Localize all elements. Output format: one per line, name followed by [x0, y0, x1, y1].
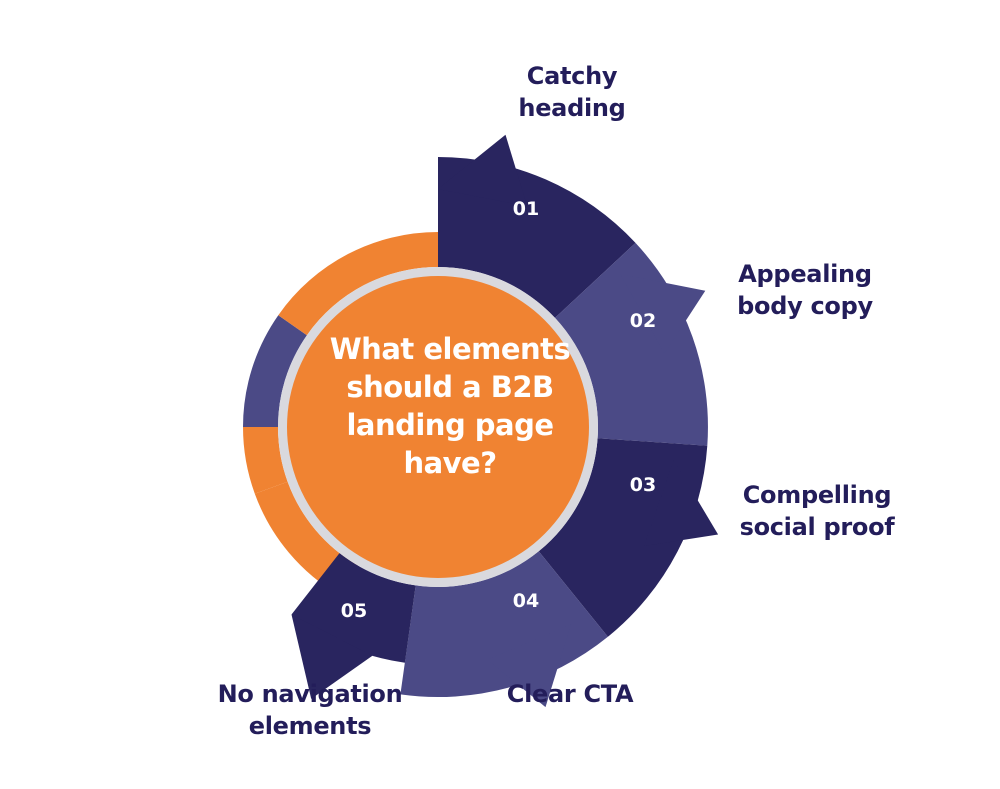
segment-03-notch	[644, 460, 719, 546]
center-question-line-4: have?	[403, 446, 497, 480]
step-title-03: Compelling social proof	[712, 479, 922, 543]
center-question: What elements should a B2B landing page …	[300, 330, 600, 482]
step-title-05-line-2: elements	[248, 712, 372, 740]
step-title-01: Catchy heading	[482, 60, 662, 124]
segment-05	[291, 553, 416, 663]
center-disk	[287, 276, 589, 578]
center-question-line-3: landing page	[346, 408, 554, 442]
segment-04-notch	[487, 624, 572, 708]
ring-band-orange-upper	[278, 232, 438, 336]
step-title-05: No navigation elements	[190, 678, 430, 742]
center-question-line-2: should a B2B	[346, 370, 554, 404]
step-title-02-line-1: Appealing	[738, 260, 872, 288]
step-number-04: 04	[513, 590, 539, 612]
center-question-line-1: What elements	[329, 332, 571, 366]
step-title-01-line-2: heading	[518, 94, 626, 122]
step-title-04-line-1: Clear CTA	[506, 680, 634, 708]
ring-band-purple	[243, 315, 307, 427]
step-number-02: 02	[630, 310, 656, 332]
step-title-04: Clear CTA	[470, 678, 670, 710]
ring-band-orange-mid	[243, 427, 288, 494]
step-title-02-line-2: body copy	[737, 292, 873, 320]
segment-ring	[243, 134, 719, 708]
segment-05-notch	[291, 614, 373, 699]
step-number-01: 01	[513, 198, 539, 220]
segment-01-notch	[438, 134, 528, 207]
step-title-03-line-2: social proof	[739, 513, 895, 541]
step-title-01-line-1: Catchy	[526, 62, 618, 90]
step-title-02: Appealing body copy	[710, 258, 900, 322]
step-title-05-line-1: No navigation	[217, 680, 403, 708]
segment-02-notch	[620, 274, 706, 354]
step-number-03: 03	[630, 474, 656, 496]
step-title-03-line-1: Compelling	[742, 481, 892, 509]
step-number-05: 05	[341, 600, 367, 622]
